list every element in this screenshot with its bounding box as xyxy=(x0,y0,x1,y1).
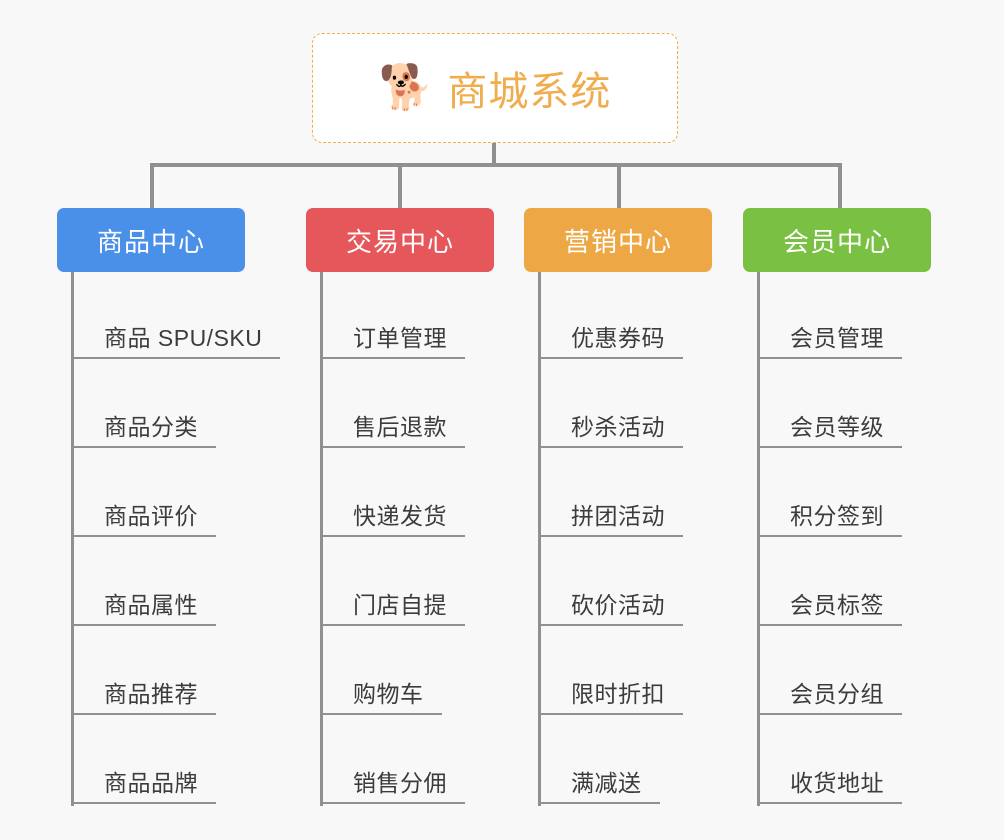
category-header-member-center[interactable]: 会员中心 xyxy=(743,208,931,272)
list-item[interactable]: 会员分组 xyxy=(760,628,933,717)
list-item[interactable]: 收货地址 xyxy=(760,717,933,806)
list-item[interactable]: 商品品牌 xyxy=(74,717,247,806)
leaf-label: 秒杀活动 xyxy=(541,414,683,448)
leaf-label: 会员管理 xyxy=(760,325,902,359)
list-item[interactable]: 商品 SPU/SKU xyxy=(74,272,281,361)
leaf-label: 商品评价 xyxy=(74,503,216,537)
list-item[interactable]: 商品推荐 xyxy=(74,628,247,717)
list-item[interactable]: 商品属性 xyxy=(74,539,247,628)
leaf-label: 订单管理 xyxy=(323,325,465,359)
leaf-label: 商品 SPU/SKU xyxy=(74,325,281,359)
root-node[interactable]: 🐕 商城系统 xyxy=(312,33,678,143)
category-label: 交易中心 xyxy=(345,226,454,257)
leaf-label: 销售分佣 xyxy=(323,770,465,804)
trunk-horizontal-connector xyxy=(150,163,842,167)
leaf-label: 会员等级 xyxy=(760,414,902,448)
leaf-label: 限时折扣 xyxy=(541,681,683,715)
leaf-label: 会员分组 xyxy=(760,681,902,715)
root-title: 商城系统 xyxy=(447,70,612,114)
leaf-label: 砍价活动 xyxy=(541,592,683,626)
leaf-label: 收货地址 xyxy=(760,770,902,804)
list-item[interactable]: 商品评价 xyxy=(74,450,247,539)
list-item[interactable]: 拼团活动 xyxy=(541,450,714,539)
leaf-list-product-center: 商品 SPU/SKU 商品分类 商品评价 商品属性 商品推荐 商品品牌 xyxy=(71,272,281,806)
list-item[interactable]: 会员标签 xyxy=(760,539,933,628)
list-item[interactable]: 订单管理 xyxy=(323,272,496,361)
branch-drop-connector-2 xyxy=(398,163,402,210)
leaf-label: 拼团活动 xyxy=(541,503,683,537)
list-item[interactable]: 优惠券码 xyxy=(541,272,714,361)
branch-column-marketing-center: 营销中心 优惠券码 秒杀活动 拼团活动 砍价活动 限时折扣 满减送 xyxy=(524,208,714,806)
leaf-label: 会员标签 xyxy=(760,592,902,626)
leaf-label: 商品品牌 xyxy=(74,770,216,804)
leaf-label: 积分签到 xyxy=(760,503,902,537)
shiba-dog-face-icon: 🐕 xyxy=(378,63,434,112)
category-header-product-center[interactable]: 商品中心 xyxy=(57,208,245,272)
list-item[interactable]: 售后退款 xyxy=(323,361,496,450)
list-item[interactable]: 商品分类 xyxy=(74,361,247,450)
leaf-label: 优惠券码 xyxy=(541,325,683,359)
list-item[interactable]: 购物车 xyxy=(323,628,496,717)
leaf-label: 快递发货 xyxy=(323,503,465,537)
branch-column-member-center: 会员中心 会员管理 会员等级 积分签到 会员标签 会员分组 收货地址 xyxy=(743,208,933,806)
category-header-trade-center[interactable]: 交易中心 xyxy=(306,208,494,272)
leaf-label: 满减送 xyxy=(541,770,660,804)
leaf-label: 商品属性 xyxy=(74,592,216,626)
leaf-list-trade-center: 订单管理 售后退款 快递发货 门店自提 购物车 销售分佣 xyxy=(320,272,496,806)
list-item[interactable]: 会员等级 xyxy=(760,361,933,450)
category-label: 营销中心 xyxy=(563,226,672,257)
branch-drop-connector-3 xyxy=(617,163,621,210)
list-item[interactable]: 会员管理 xyxy=(760,272,933,361)
list-item[interactable]: 满减送 xyxy=(541,717,714,806)
branch-column-trade-center: 交易中心 订单管理 售后退款 快递发货 门店自提 购物车 销售分佣 xyxy=(306,208,496,806)
branch-drop-connector-4 xyxy=(838,163,842,210)
list-item[interactable]: 快递发货 xyxy=(323,450,496,539)
list-item[interactable]: 秒杀活动 xyxy=(541,361,714,450)
list-item[interactable]: 砍价活动 xyxy=(541,539,714,628)
list-item[interactable]: 限时折扣 xyxy=(541,628,714,717)
category-label: 会员中心 xyxy=(782,226,891,257)
list-item[interactable]: 积分签到 xyxy=(760,450,933,539)
leaf-label: 商品分类 xyxy=(74,414,216,448)
leaf-label: 购物车 xyxy=(323,681,442,715)
category-label: 商品中心 xyxy=(96,226,205,257)
leaf-label: 售后退款 xyxy=(323,414,465,448)
branch-drop-connector-1 xyxy=(150,163,154,210)
list-item[interactable]: 销售分佣 xyxy=(323,717,496,806)
leaf-list-marketing-center: 优惠券码 秒杀活动 拼团活动 砍价活动 限时折扣 满减送 xyxy=(538,272,714,806)
list-item[interactable]: 门店自提 xyxy=(323,539,496,628)
category-header-marketing-center[interactable]: 营销中心 xyxy=(524,208,712,272)
leaf-label: 商品推荐 xyxy=(74,681,216,715)
trunk-vertical-connector xyxy=(492,143,496,167)
branch-column-product-center: 商品中心 商品 SPU/SKU 商品分类 商品评价 商品属性 商品推荐 商品品牌 xyxy=(57,208,281,806)
leaf-list-member-center: 会员管理 会员等级 积分签到 会员标签 会员分组 收货地址 xyxy=(757,272,933,806)
leaf-label: 门店自提 xyxy=(323,592,465,626)
